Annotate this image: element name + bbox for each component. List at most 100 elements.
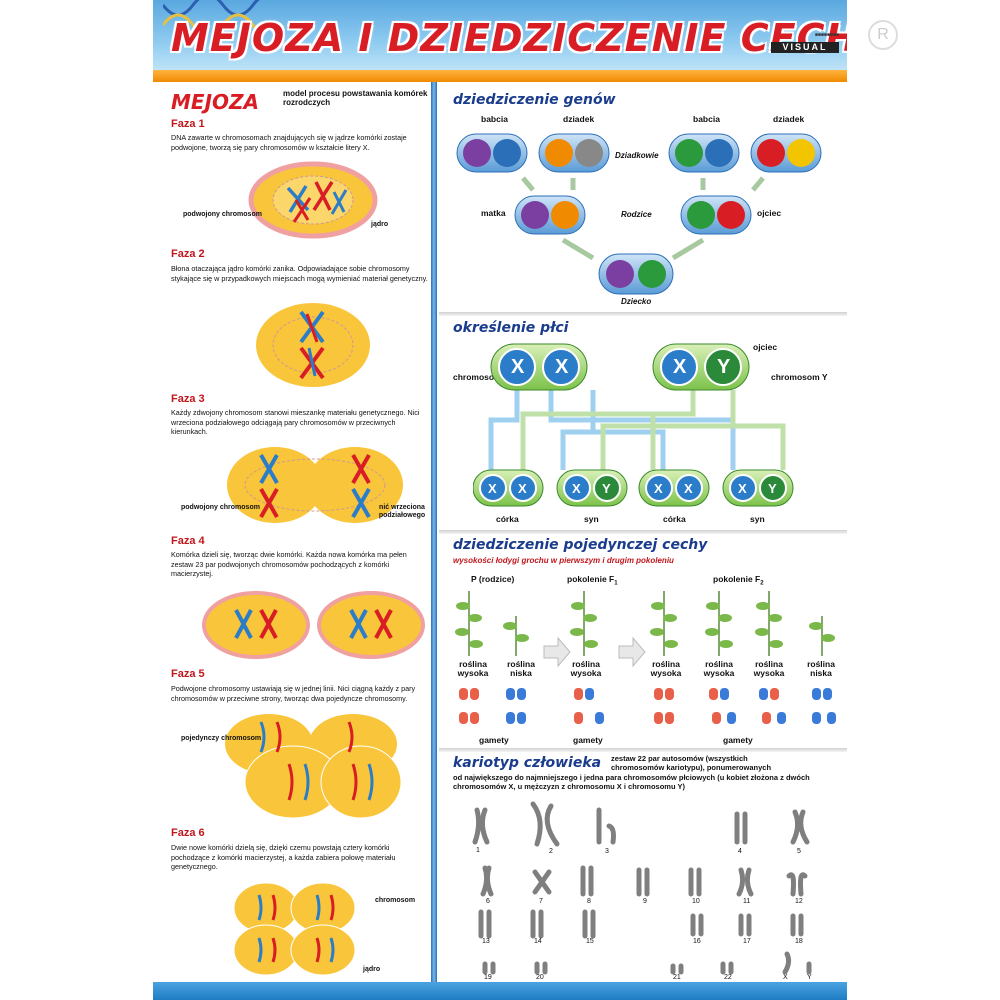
poster: MEJOZA I DZIEDZICZENIE CECH ■■■■■■■■ VIS… <box>153 0 847 1000</box>
karyo-num-5: 5 <box>797 848 801 855</box>
sex-child-4: syn <box>750 514 765 524</box>
karyo-num-6: 6 <box>486 898 490 905</box>
sex-mother-x2: X <box>555 356 569 378</box>
karyo-num-x: X <box>783 974 788 981</box>
karyo-num-17: 17 <box>743 938 751 945</box>
child2-y: Y <box>602 481 611 496</box>
karyo-num-9: 9 <box>643 898 647 905</box>
karyo-num-y: Y <box>807 974 812 981</box>
karyo-num-4: 4 <box>738 848 742 855</box>
child4-x: X <box>738 481 747 496</box>
karyo-num-8: 8 <box>587 898 591 905</box>
genes-grandpa-2: dziadek <box>773 114 805 124</box>
genes-child-label: Dziecko <box>621 297 652 306</box>
karyo-num-11: 11 <box>743 898 751 905</box>
label-nucleus-1: jądro <box>371 221 389 228</box>
trait-f2-tall-2: roślina wysoka <box>703 659 735 678</box>
orange-band <box>153 70 847 82</box>
trait-f2-label: pokolenie F2 <box>713 574 764 587</box>
sex-chrom-y-label: chromosom Y <box>771 372 828 382</box>
label-single-chromosome: pojedynczy chromosom <box>181 735 262 742</box>
karyo-num-21: 21 <box>673 974 681 981</box>
genes-grandma-2: babcia <box>693 114 720 124</box>
phase-4-cells <box>202 591 425 659</box>
karyo-num-20: 20 <box>536 974 544 981</box>
phase-2-title: Faza 2 <box>171 248 205 260</box>
trait-gametes-p: gamety <box>479 735 509 745</box>
karyo-num-10: 10 <box>692 898 700 905</box>
sex-mother-x1: X <box>511 356 525 378</box>
karyo-num-16: 16 <box>693 938 701 945</box>
trait-gametes-f1: gamety <box>573 735 603 745</box>
karyo-num-7: 7 <box>539 898 543 905</box>
label-doubled-chromosome-3: podwojony chromosom <box>181 504 260 511</box>
trait-title: dziedziczenie pojedynczej cechy <box>453 537 708 553</box>
trait-subtitle: wysokości łodygi grochu w pierwszym i dr… <box>453 556 674 565</box>
karyo-title: kariotyp człowieka <box>453 755 602 771</box>
trait-plants <box>455 591 836 724</box>
trait-f1-tall: roślina wysoka <box>570 659 602 678</box>
column-divider <box>431 82 437 982</box>
trait-gametes-f2: gamety <box>723 735 753 745</box>
sex-chrom-x-label: chromosom X <box>453 372 510 382</box>
trait-f2-short: roślina niska <box>807 659 835 678</box>
registered-mark-icon: R <box>868 20 898 50</box>
sex-father: ojciec <box>753 342 778 352</box>
phase-2-cell <box>256 303 370 387</box>
sex-child-3: córka <box>663 514 686 524</box>
sex-father-y: Y <box>717 356 731 378</box>
bottom-band <box>153 982 847 1000</box>
phase-1-text: DNA zawarte w chromosomach znajdujących … <box>171 133 407 152</box>
karyo-num-19: 19 <box>484 974 492 981</box>
trait-f2-tall-1: roślina wysoka <box>650 659 682 678</box>
genes-grandpa-1: dziadek <box>563 114 595 124</box>
phase-4-text: Komórka dzieli się, tworząc dwie komórki… <box>171 550 407 579</box>
phase-3-text: Każdy zdwojony chromosom stanowi mieszan… <box>171 408 420 437</box>
child4-y: Y <box>768 481 777 496</box>
separator-2 <box>439 530 847 534</box>
phase-5-text: Podwojone chromosomy ustawiają się w jed… <box>171 684 416 703</box>
karyo-num-14: 14 <box>534 938 542 945</box>
child2-x: X <box>572 481 581 496</box>
karyo-num-3: 3 <box>605 848 609 855</box>
phase-3-cell <box>227 447 403 523</box>
phase-2-text: Błona otaczająca jądro komórki zanika. O… <box>171 264 428 283</box>
trait-p-tall: roślina wysoka <box>457 659 489 678</box>
publisher-logo: ■■■■■■■■ VISUAL <box>771 32 839 58</box>
label-spindle: nić wrzeciona podziałowego <box>378 504 426 519</box>
phase-6-text: Dwie nowe komórki dzielą się, dzięki cze… <box>171 843 396 872</box>
page-title: MEJOZA I DZIEDZICZENIE CECH <box>171 16 847 60</box>
sex-diagram <box>473 343 794 507</box>
sex-child-2: syn <box>584 514 599 524</box>
genes-title: dziedziczenie genów <box>453 92 616 108</box>
separator-3 <box>439 748 847 752</box>
genes-mother: matka <box>481 208 506 218</box>
trait-f1-label: pokolenie F1 <box>567 574 618 587</box>
karyo-num-22: 22 <box>724 974 732 981</box>
sex-father-x: X <box>673 356 687 378</box>
mejoza-subtitle: model procesu powstawania komórek rozrod… <box>283 89 428 107</box>
genes-father: ojciec <box>757 208 782 218</box>
karyo-num-12: 12 <box>795 898 803 905</box>
child3-x1: X <box>654 481 663 496</box>
sex-title: określenie płci <box>453 320 569 336</box>
karyo-text-2: od największego do najmniejszego i jedna… <box>453 773 810 791</box>
phase-6-cells <box>233 882 356 976</box>
trait-f2-tall-3: roślina wysoka <box>753 659 785 678</box>
genes-grandma-1: babcia <box>481 114 508 124</box>
karyo-num-2: 2 <box>549 848 553 855</box>
karyo-num-1: 1 <box>476 847 480 854</box>
karyo-num-18: 18 <box>795 938 803 945</box>
sex-child-1: córka <box>496 514 519 524</box>
label-doubled-chromosome-1: podwojony chromosom <box>183 211 262 218</box>
genes-parents-label: Rodzice <box>621 210 652 219</box>
karyo-num-15: 15 <box>586 938 594 945</box>
trait-p-short: roślina niska <box>507 659 535 678</box>
phase-4-title: Faza 4 <box>171 535 205 547</box>
karyo-num-13: 13 <box>482 938 490 945</box>
child1-x2: X <box>518 481 527 496</box>
mejoza-title: MEJOZA <box>171 90 259 114</box>
phase-1-title: Faza 1 <box>171 118 205 130</box>
phase-1-cell <box>248 161 378 239</box>
trait-p-label: P (rodzice) <box>471 574 515 584</box>
